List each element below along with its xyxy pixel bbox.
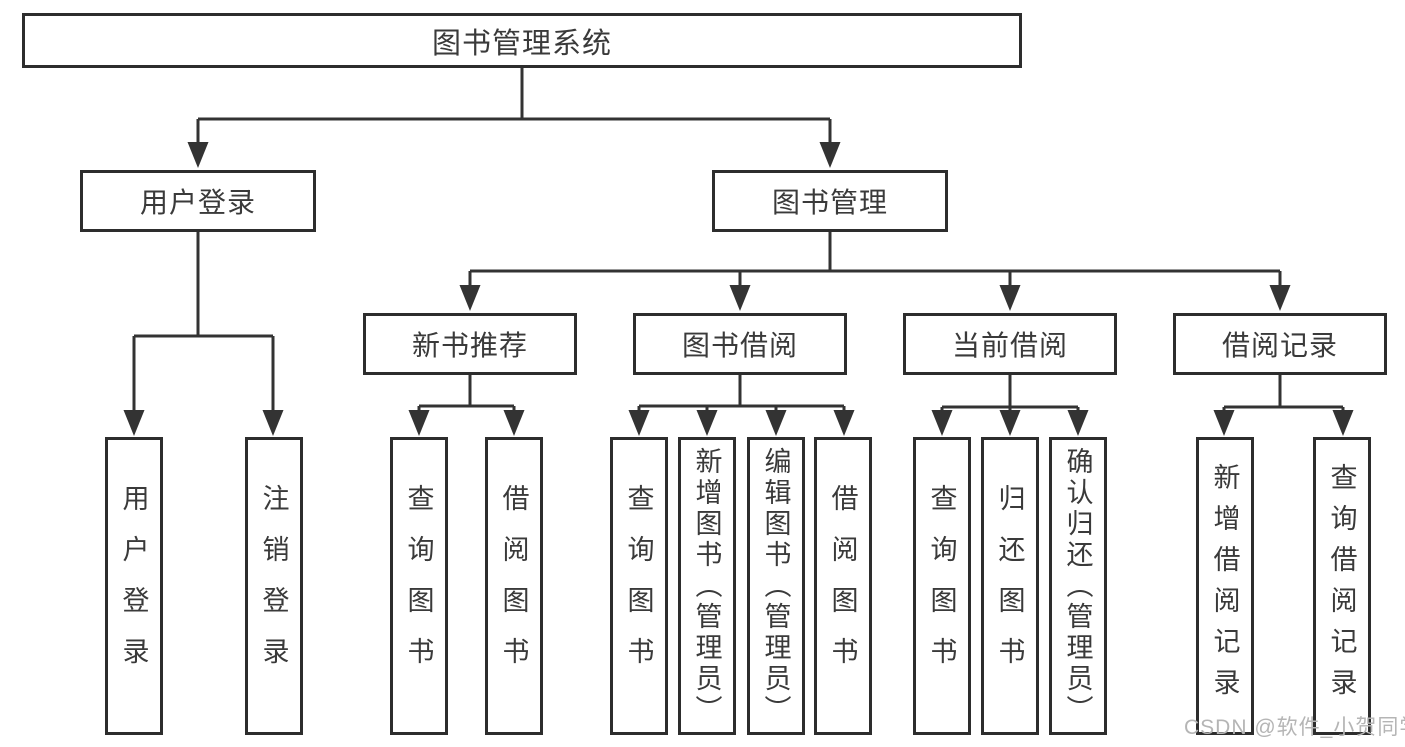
arrowhead-icon xyxy=(187,142,209,168)
leaf-current-return-books: 归还图书 xyxy=(981,437,1039,735)
arrowhead-icon xyxy=(729,285,751,311)
arrowhead-icon xyxy=(1213,410,1235,436)
arrowhead-icon xyxy=(833,410,855,436)
arrowhead-icon xyxy=(819,142,841,168)
arrowhead-icon xyxy=(1332,410,1354,436)
arrowhead-icon xyxy=(696,410,718,436)
leaf-newbooks-query-books: 查询图书 xyxy=(390,437,448,735)
arrowhead-icon xyxy=(123,410,145,436)
leaf-user-login: 用户登录 xyxy=(105,437,163,735)
leaf-current-confirm-return-admin: 确认归还（管理员） xyxy=(1049,437,1107,735)
arrowhead-icon xyxy=(503,410,525,436)
connector-root-to-level2 xyxy=(196,68,832,146)
node-borrow-records: 借阅记录 xyxy=(1173,313,1387,375)
leaf-borrow-edit-books-admin: 编辑图书（管理员） xyxy=(747,437,805,735)
connector-bookmgmt-to-level3 xyxy=(468,232,1282,289)
arrowhead-icon xyxy=(459,285,481,311)
connector-currentborrow-to-leaves xyxy=(940,375,1080,413)
node-root: 图书管理系统 xyxy=(22,13,1022,68)
arrowhead-icon xyxy=(999,285,1021,311)
node-user-login: 用户登录 xyxy=(80,170,316,232)
leaf-borrow-add-books-admin: 新增图书（管理员） xyxy=(678,437,736,735)
node-current-borrow: 当前借阅 xyxy=(903,313,1117,375)
connector-borrowrecords-to-leaves xyxy=(1222,375,1345,413)
connector-userlogin-to-leaves xyxy=(132,232,275,413)
leaf-logout: 注销登录 xyxy=(245,437,303,735)
leaf-records-add-record: 新增借阅记录 xyxy=(1196,437,1254,735)
arrowhead-icon xyxy=(999,410,1021,436)
node-new-book-recommend: 新书推荐 xyxy=(363,313,577,375)
node-book-borrow: 图书借阅 xyxy=(633,313,847,375)
node-book-management: 图书管理 xyxy=(712,170,948,232)
watermark: CSDN @软件_小贺同学 xyxy=(1184,716,1405,739)
arrowhead-icon xyxy=(765,410,787,436)
connector-bookborrow-to-leaves xyxy=(637,375,846,413)
leaf-borrow-query-books: 查询图书 xyxy=(610,437,668,735)
connector-newbooks-to-leaves xyxy=(417,375,516,413)
arrowhead-icon xyxy=(931,410,953,436)
leaf-records-query-record: 查询借阅记录 xyxy=(1313,437,1371,735)
leaf-borrow-borrow-books: 借阅图书 xyxy=(814,437,872,735)
arrowhead-icon xyxy=(628,410,650,436)
arrowhead-icon xyxy=(1269,285,1291,311)
arrowhead-icon xyxy=(262,410,284,436)
arrowhead-icon xyxy=(1067,410,1089,436)
arrowhead-icon xyxy=(408,410,430,436)
leaf-current-query-books: 查询图书 xyxy=(913,437,971,735)
leaf-newbooks-borrow-books: 借阅图书 xyxy=(485,437,543,735)
arrowheads xyxy=(123,142,1354,436)
